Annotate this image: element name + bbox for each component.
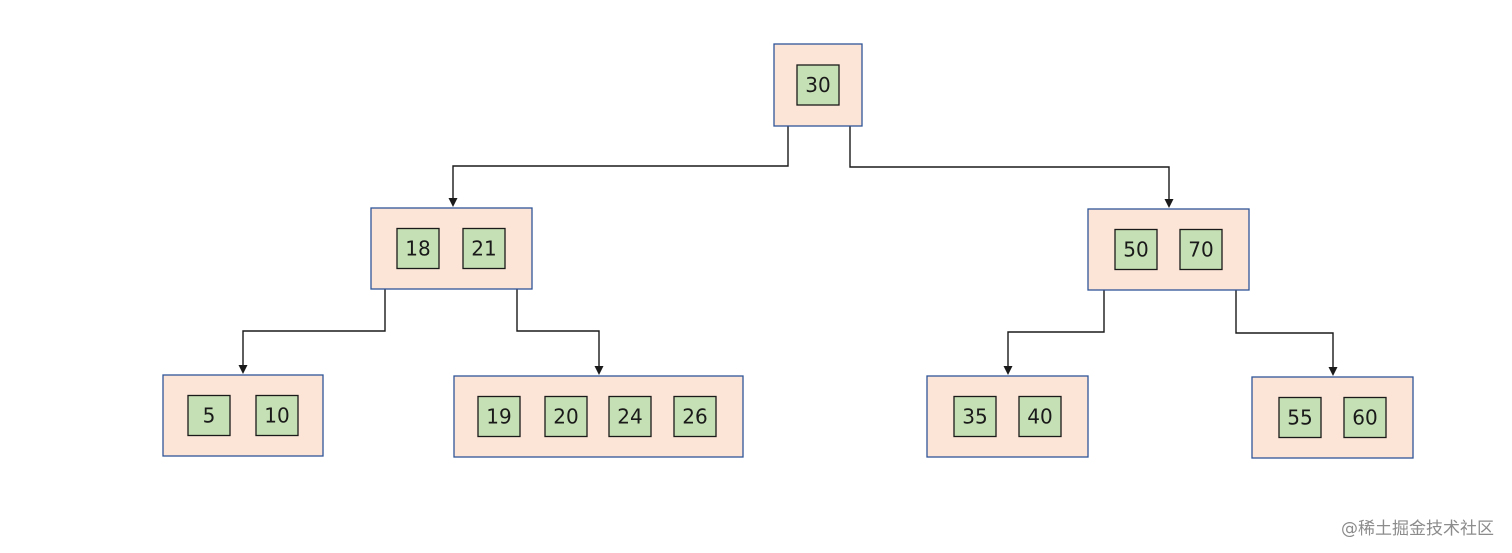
arrow-head-icon <box>594 366 604 375</box>
key-cell: 60 <box>1343 396 1387 439</box>
key-label: 24 <box>617 405 642 429</box>
key-cell: 26 <box>673 395 717 438</box>
arrow-head-icon <box>1164 199 1174 208</box>
key-box <box>477 395 521 438</box>
key-label: 26 <box>682 405 707 429</box>
key-label: 5 <box>203 404 216 428</box>
key-box <box>1343 396 1387 439</box>
key-box <box>255 394 299 437</box>
key-label: 10 <box>264 404 289 428</box>
key-label: 35 <box>962 405 987 429</box>
key-label: 50 <box>1123 238 1148 262</box>
node-box <box>1087 208 1250 291</box>
arrow-head-icon <box>238 365 248 374</box>
key-cell: 70 <box>1179 228 1223 271</box>
arrow-head-icon <box>448 198 458 207</box>
key-box <box>673 395 717 438</box>
key-cell: 5 <box>187 394 231 437</box>
key-cell: 10 <box>255 394 299 437</box>
node-box <box>370 207 533 290</box>
key-box <box>1018 395 1062 438</box>
key-box <box>187 394 231 437</box>
key-cell: 24 <box>608 395 652 438</box>
key-label: 70 <box>1188 238 1213 262</box>
edge-line <box>516 289 600 367</box>
edge-l1-right-to-l2-d <box>1235 290 1338 376</box>
key-label: 20 <box>553 405 578 429</box>
tree-node-l2-b: 19 20 24 26 <box>453 375 744 458</box>
tree-node-l2-d: 55 60 <box>1251 376 1414 459</box>
edge-line <box>1235 290 1334 368</box>
edge-l1-left-to-l2-b <box>516 289 604 375</box>
node-box <box>162 374 324 457</box>
key-cell: 30 <box>796 64 840 106</box>
key-label: 19 <box>486 405 511 429</box>
tree-node-root: 30 <box>773 43 863 127</box>
key-box <box>462 227 506 270</box>
key-label: 40 <box>1027 405 1052 429</box>
edge-line <box>849 126 1170 200</box>
key-cell: 35 <box>953 395 997 438</box>
key-box <box>1114 228 1158 271</box>
node-box <box>926 375 1089 458</box>
watermark: @稀土掘金技术社区 <box>1341 519 1494 539</box>
key-cell: 20 <box>544 395 588 438</box>
edge-line <box>452 126 789 199</box>
key-label: 18 <box>405 237 430 261</box>
edge-l1-right-to-l2-c <box>1003 290 1105 375</box>
key-box <box>396 227 440 270</box>
key-cell: 55 <box>1278 396 1322 439</box>
edge-root-to-l1-right <box>849 126 1174 208</box>
key-box <box>1278 396 1322 439</box>
key-cell: 40 <box>1018 395 1062 438</box>
arrow-head-icon <box>1328 367 1338 376</box>
key-label: 60 <box>1352 406 1377 430</box>
key-label: 21 <box>471 237 496 261</box>
edge-line <box>1007 290 1105 367</box>
key-label: 30 <box>805 73 830 97</box>
key-box <box>796 64 840 106</box>
key-box <box>544 395 588 438</box>
edge-root-to-l1-left <box>448 126 789 207</box>
key-box <box>1179 228 1223 271</box>
node-box <box>1251 376 1414 459</box>
tree-node-l1-right: 50 70 <box>1087 208 1250 291</box>
key-box <box>953 395 997 438</box>
key-cell: 50 <box>1114 228 1158 271</box>
tree-node-l2-c: 35 40 <box>926 375 1089 458</box>
key-cell: 19 <box>477 395 521 438</box>
key-label: 55 <box>1287 406 1312 430</box>
key-cell: 21 <box>462 227 506 270</box>
edge-line <box>242 289 386 366</box>
key-cell: 18 <box>396 227 440 270</box>
tree-node-l2-a: 5 10 <box>162 374 324 457</box>
arrow-head-icon <box>1003 366 1013 375</box>
edge-l1-left-to-l2-a <box>238 289 386 374</box>
key-box <box>608 395 652 438</box>
